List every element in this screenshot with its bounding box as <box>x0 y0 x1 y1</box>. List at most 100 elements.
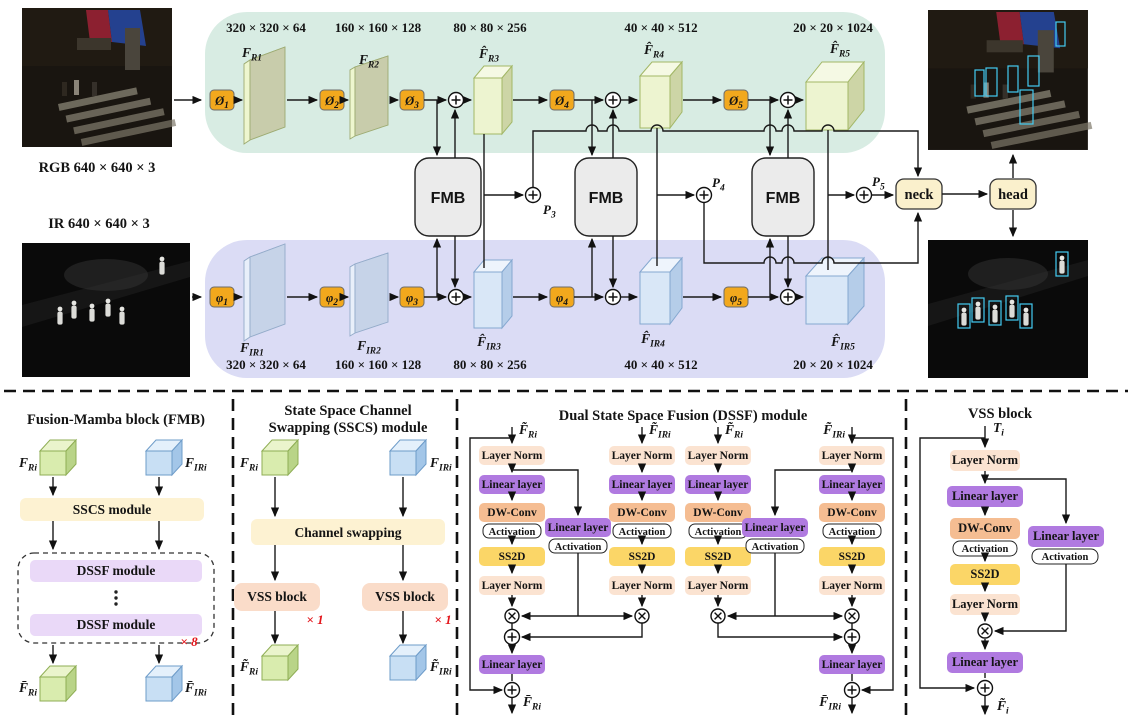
sscs-in-label-rgb: FRi <box>239 455 258 474</box>
stem-rgb-2: Ø2 <box>324 94 339 111</box>
sscs-module-bar <box>20 498 204 521</box>
p4-sum-node <box>695 186 713 204</box>
svg-text:Linear layer: Linear layer <box>822 479 883 491</box>
svg-text:Activation: Activation <box>619 527 666 538</box>
rgb-backbone-band <box>205 12 885 153</box>
svg-text:DW-Conv: DW-Conv <box>617 507 667 519</box>
feature-plate-ir-1 <box>243 243 286 342</box>
rgb-input-label: RGB 640 × 640 × 3 <box>39 160 156 176</box>
stem-ir-3: φ3 <box>406 291 418 308</box>
dim-labels-ir: 320 × 320 × 64 160 × 160 × 128 80 × 80 ×… <box>226 357 873 372</box>
svg-text:SS2D: SS2D <box>970 567 999 581</box>
feature-cube-rgb-4 <box>638 60 684 130</box>
svg-text:Layer Norm: Layer Norm <box>822 450 883 462</box>
dssf-repeat-box <box>17 552 215 644</box>
feature-plate-rgb-1 <box>243 46 286 145</box>
sscs-out-label-rgb: F̃Ri <box>239 659 258 678</box>
vss-output-label: F̃i <box>996 698 1009 717</box>
svg-text:160 × 160 × 128: 160 × 160 × 128 <box>335 357 422 372</box>
svg-text:20 × 20 × 1024: 20 × 20 × 1024 <box>793 357 873 372</box>
svg-text:Activation: Activation <box>962 544 1009 555</box>
svg-text:160 × 160 × 128: 160 × 160 × 128 <box>335 20 422 35</box>
feature-plate-ir-2 <box>349 252 389 337</box>
rgb-output-image <box>928 10 1093 152</box>
svg-text:F̂IR5: F̂IR5 <box>830 334 855 353</box>
svg-text:F̂R3: F̂R3 <box>478 46 499 65</box>
sum-node-ir-3 <box>447 288 465 306</box>
svg-text:Activation: Activation <box>752 542 799 553</box>
svg-text:Linear layer: Linear layer <box>822 659 883 671</box>
fmb-output-cube-ir <box>145 665 183 702</box>
ir-input-image <box>22 243 190 377</box>
stem-boxes-rgb: Ø1 Ø2 Ø3 Ø4 Ø5 <box>209 89 749 111</box>
svg-text:DW-Conv: DW-Conv <box>827 507 877 519</box>
svg-text:DW-Conv: DW-Conv <box>958 521 1012 535</box>
svg-text:320 × 320 × 64: 320 × 320 × 64 <box>226 20 306 35</box>
panel-vss: VSS block Ti Layer Norm Linear layer DW-… <box>919 406 1104 717</box>
svg-text:Layer Norm: Layer Norm <box>688 450 749 462</box>
feature-plate-rgb-2 <box>349 55 389 140</box>
svg-text:F̂IR3: F̂IR3 <box>476 334 501 353</box>
fmb-label-1: FMB <box>431 190 466 207</box>
dssf-in-a: F̃Ri <box>518 422 537 441</box>
sscs-title-line1: State Space Channel <box>284 403 411 419</box>
dssf-sum-left <box>503 628 521 646</box>
feature-cube-ir-3 <box>472 258 514 330</box>
svg-text:Layer Norm: Layer Norm <box>688 580 749 592</box>
dssf-title: Dual State Space Fusion (DSSF) module <box>559 408 808 424</box>
svg-text:Linear layer: Linear layer <box>482 479 543 491</box>
svg-text:Linear layer: Linear layer <box>745 522 806 534</box>
stem-rgb-3: Ø3 <box>404 94 419 111</box>
sum-node-rgb-4 <box>604 91 622 109</box>
svg-text:Activation: Activation <box>829 527 876 538</box>
svg-text:Linear layer: Linear layer <box>612 479 673 491</box>
svg-text:40 × 40 × 512: 40 × 40 × 512 <box>624 357 697 372</box>
panel-sscs: State Space Channel Swapping (SSCS) modu… <box>234 403 452 681</box>
p4-label: P4 <box>712 175 725 194</box>
svg-text:Linear layer: Linear layer <box>548 522 609 534</box>
svg-text:Layer Norm: Layer Norm <box>952 453 1019 467</box>
feature-labels-rgb: FR1 FR2 F̂R3 F̂R4 F̂R5 <box>241 41 850 71</box>
svg-text:Linear layer: Linear layer <box>482 659 543 671</box>
vss-connectors <box>919 426 1071 716</box>
svg-text:Activation: Activation <box>489 527 536 538</box>
fmb-in-label-ir: FIRi <box>184 455 207 474</box>
svg-text:DW-Conv: DW-Conv <box>487 507 537 519</box>
sum-node-ir-5 <box>779 288 797 306</box>
svg-text:Activation: Activation <box>1042 552 1089 563</box>
svg-text:20 × 20 × 1024: 20 × 20 × 1024 <box>793 20 873 35</box>
stem-rgb-4: Ø4 <box>554 94 569 111</box>
svg-text:Linear layer: Linear layer <box>688 479 749 491</box>
dssf-out-left: F̄Ri <box>522 694 541 713</box>
sum-node-rgb-3 <box>447 91 465 109</box>
svg-text:Layer Norm: Layer Norm <box>952 597 1019 611</box>
stem-ir-2: φ2 <box>326 291 338 308</box>
fmb-out-label-ir: F̄IRi <box>184 680 207 699</box>
dssf-multiply-b <box>634 608 650 624</box>
fmb-input-cube-rgb <box>39 439 77 476</box>
head-box <box>989 178 1037 210</box>
svg-text:SS2D: SS2D <box>629 551 656 563</box>
svg-text:FR2: FR2 <box>358 52 379 71</box>
vss-boxes: Layer Norm Linear layer DW-Conv Activati… <box>947 450 1104 673</box>
top-connectors <box>174 95 1018 302</box>
svg-text:FR1: FR1 <box>241 45 262 64</box>
vss-block-box-right <box>362 583 448 611</box>
svg-text:320 × 320 × 64: 320 × 320 × 64 <box>226 357 306 372</box>
stem-rgb-1: Ø1 <box>214 94 229 111</box>
svg-text:Layer Norm: Layer Norm <box>482 580 543 592</box>
dssf-residual-sum-left <box>503 681 521 699</box>
sum-node-rgb-5 <box>779 91 797 109</box>
sscs-input-cube-rgb <box>261 439 299 476</box>
sscs-in-label-ir: FIRi <box>429 455 452 474</box>
svg-text:40 × 40 × 512: 40 × 40 × 512 <box>624 20 697 35</box>
feature-cube-ir-4 <box>638 256 684 326</box>
vss-multiply-node <box>977 623 993 639</box>
svg-text:F̂IR4: F̂IR4 <box>640 331 665 350</box>
vss-block-label-left: VSS block <box>247 589 307 604</box>
vss-block-label-right: VSS block <box>375 589 435 604</box>
sscs-module-label: SSCS module <box>73 502 151 517</box>
vss-block-box-left <box>234 583 320 611</box>
